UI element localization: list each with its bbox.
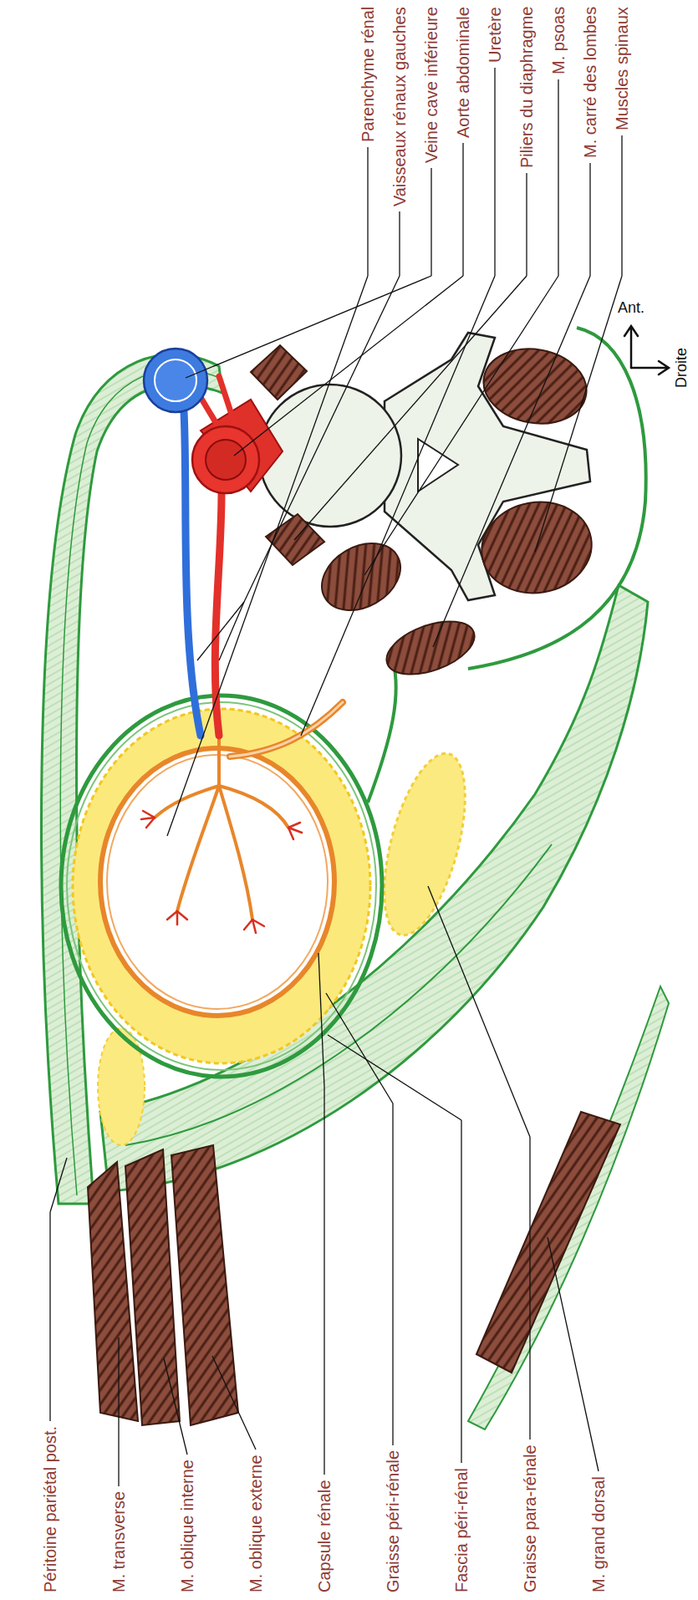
leader-line bbox=[433, 275, 591, 648]
vertebral-body bbox=[259, 384, 402, 527]
leader-line bbox=[557, 79, 559, 276]
anterior-fat bbox=[97, 1028, 145, 1146]
leader-line bbox=[525, 173, 527, 276]
leader-line bbox=[167, 275, 368, 836]
leader-line bbox=[529, 1136, 530, 1440]
part-label: M. oblique interne bbox=[177, 1459, 198, 1593]
leader-line bbox=[366, 147, 368, 276]
drawing-part bbox=[624, 326, 638, 368]
leader-line bbox=[327, 1034, 462, 1121]
leader-line bbox=[534, 275, 622, 552]
ureter-core bbox=[229, 702, 343, 757]
ureter bbox=[229, 702, 343, 757]
leader-line bbox=[547, 1237, 599, 1472]
leader-line bbox=[364, 275, 559, 576]
drawing-part bbox=[631, 361, 669, 375]
leader-line bbox=[460, 1120, 462, 1463]
leader-line bbox=[244, 275, 400, 602]
leader-line bbox=[398, 211, 400, 276]
part-label: M. grand dorsal bbox=[588, 1476, 609, 1593]
leader-line bbox=[318, 952, 325, 1087]
leader-line bbox=[392, 1103, 393, 1446]
leader-line bbox=[219, 601, 245, 661]
leader-line bbox=[462, 142, 464, 276]
part-label: Muscles spinaux bbox=[611, 6, 632, 131]
leader-line bbox=[326, 993, 393, 1104]
part-label: M. oblique externe bbox=[245, 1454, 266, 1593]
aorta bbox=[192, 426, 260, 494]
part-label: M. transverse bbox=[108, 1491, 129, 1593]
part-label: Graisse péri-rénale bbox=[382, 1450, 403, 1593]
drawing-part bbox=[167, 911, 188, 925]
external-oblique-muscle bbox=[171, 1145, 239, 1426]
drawing-part bbox=[177, 785, 220, 912]
perirenal-fat bbox=[72, 708, 371, 1064]
leader-line bbox=[212, 1355, 256, 1450]
drawing-part bbox=[219, 785, 253, 920]
drawing-part bbox=[244, 919, 265, 933]
part-label: M. psoas bbox=[548, 6, 569, 75]
leader-line bbox=[494, 67, 495, 276]
orientation-arrows bbox=[624, 326, 669, 375]
leader-line bbox=[50, 1157, 67, 1213]
part-label: Fascia péri-rénal bbox=[451, 1467, 472, 1593]
part-label: Parenchyme rénal bbox=[357, 6, 378, 143]
part-label: Uretère bbox=[484, 6, 505, 63]
renal-fascia-inner bbox=[66, 702, 377, 1070]
leader-line bbox=[197, 601, 245, 661]
leader-line bbox=[117, 1337, 119, 1487]
inferior-vena-cava bbox=[143, 348, 208, 413]
drawing-part bbox=[217, 739, 221, 786]
part-label: Droite bbox=[672, 347, 692, 388]
part-label: Aorte abdominale bbox=[453, 6, 474, 138]
part-label: Capsule rénale bbox=[314, 1479, 335, 1593]
lower-fascia-band bbox=[468, 986, 669, 1430]
leader-line bbox=[163, 1358, 188, 1455]
quadratus-lumborum bbox=[379, 611, 482, 685]
leader-line bbox=[49, 1212, 51, 1422]
thoracolumbar-fascia bbox=[100, 585, 648, 1192]
part-label: Piliers du diaphragme bbox=[516, 6, 537, 169]
part-label: Veine cave inférieure bbox=[421, 6, 442, 164]
renal-fascia bbox=[61, 695, 383, 1077]
leader-line bbox=[589, 163, 591, 276]
drawing-part bbox=[141, 810, 155, 828]
internal-oblique-muscle bbox=[125, 1149, 180, 1426]
renal-pelvis bbox=[154, 739, 289, 920]
calyces bbox=[141, 810, 302, 933]
leader-line bbox=[430, 168, 432, 276]
part-label: Péritoine pariétal post. bbox=[40, 1426, 61, 1593]
kidney-capsule-line bbox=[106, 754, 328, 1009]
drawing-part bbox=[219, 785, 289, 828]
fascia-to-psoas bbox=[367, 660, 397, 803]
leader-line bbox=[234, 275, 464, 456]
leader-line bbox=[185, 275, 432, 378]
drawing-part bbox=[288, 822, 302, 840]
vena-cava-lumen bbox=[154, 359, 197, 402]
leader-line bbox=[427, 886, 530, 1137]
kidney bbox=[100, 748, 335, 1016]
part-label: Ant. bbox=[617, 299, 645, 318]
part-label: Graisse para-rénale bbox=[519, 1444, 541, 1593]
diaphragm-crus bbox=[250, 345, 307, 400]
psoas-muscle bbox=[310, 529, 413, 624]
part-label: Vaisseaux rénaux gauches bbox=[389, 6, 410, 207]
leader-line bbox=[621, 135, 622, 276]
spinal-muscle bbox=[477, 341, 592, 432]
pararenal-fat bbox=[367, 744, 481, 943]
leader-line bbox=[323, 1086, 325, 1475]
aorta-lumen bbox=[205, 439, 246, 480]
leader-line bbox=[294, 275, 527, 541]
part-label: M. carré des lombes bbox=[580, 6, 601, 158]
